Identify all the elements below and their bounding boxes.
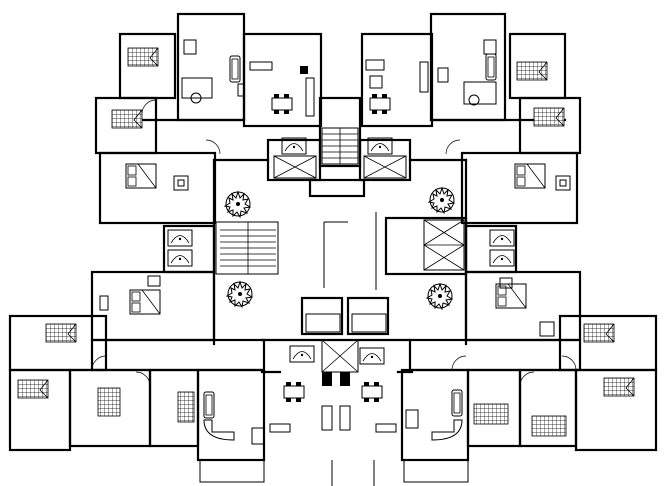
unit-bottom-left (8, 270, 333, 483)
dining-table-icon (369, 93, 391, 115)
sofa-icon (451, 389, 463, 417)
bed-icon (111, 109, 143, 129)
unit-top-left (94, 12, 323, 225)
armchair-icon (483, 39, 497, 55)
tree-icon (226, 281, 253, 308)
bed-icon (125, 163, 157, 189)
bathtub-icon (167, 249, 193, 267)
dining-table-icon (283, 381, 305, 403)
bed-icon (514, 163, 546, 189)
bed-icon (45, 323, 77, 343)
unit-top-right (360, 12, 582, 225)
bed-icon (127, 47, 159, 67)
sofa-icon (203, 391, 215, 419)
elevator-icon (423, 219, 465, 271)
bathtub-icon (167, 229, 193, 247)
bed-icon (129, 289, 161, 315)
sofa-icon (229, 55, 241, 83)
bathtub-icon (489, 249, 515, 267)
armchair-icon (183, 39, 197, 55)
sofa-icon (485, 53, 497, 81)
bed-icon (17, 379, 49, 399)
elevator-icon (321, 339, 359, 373)
dining-table-icon (271, 93, 293, 115)
kitchen-counter-icon (305, 77, 315, 117)
bathtub-icon (489, 229, 515, 247)
bed-icon (516, 61, 548, 81)
elevator-icon (273, 155, 407, 179)
bed-icon (583, 323, 615, 343)
bathtub-icon (289, 345, 315, 363)
tree-icon (224, 191, 251, 218)
dining-table-icon (361, 381, 383, 403)
tree-icon (426, 283, 453, 310)
stair-icon (321, 127, 359, 165)
kitchen-counter-icon (419, 61, 429, 93)
bed-icon (533, 107, 565, 127)
unit-bottom-right (339, 270, 658, 483)
bathtub-icon (359, 347, 385, 365)
tree-icon (428, 187, 455, 214)
bed-icon (603, 377, 635, 397)
stair-icon (215, 221, 279, 275)
